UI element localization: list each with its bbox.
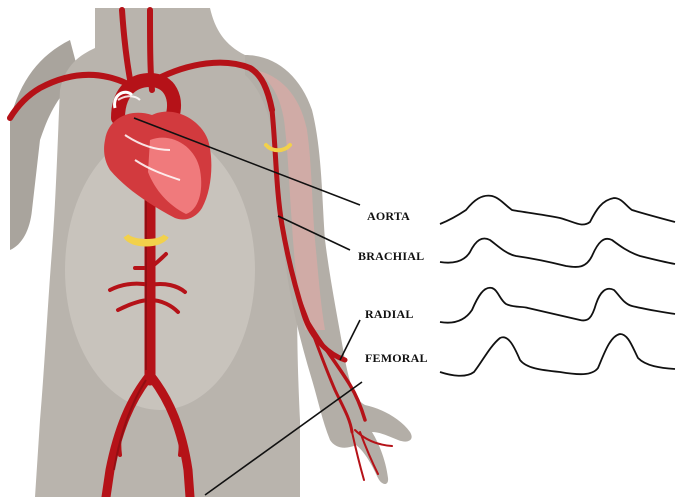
artery-labels: AORTA BRACHIAL RADIAL FEMORAL <box>358 209 428 365</box>
label-radial: RADIAL <box>365 307 414 321</box>
label-femoral: FEMORAL <box>365 351 428 365</box>
pulse-waveforms <box>440 196 675 376</box>
waveform-aorta <box>440 196 675 225</box>
waveform-femoral <box>440 334 675 376</box>
label-brachial: BRACHIAL <box>358 249 424 263</box>
radial-leader <box>340 320 360 360</box>
waveform-brachial <box>440 239 675 267</box>
label-aorta: AORTA <box>367 209 410 223</box>
waveform-radial <box>440 288 675 323</box>
